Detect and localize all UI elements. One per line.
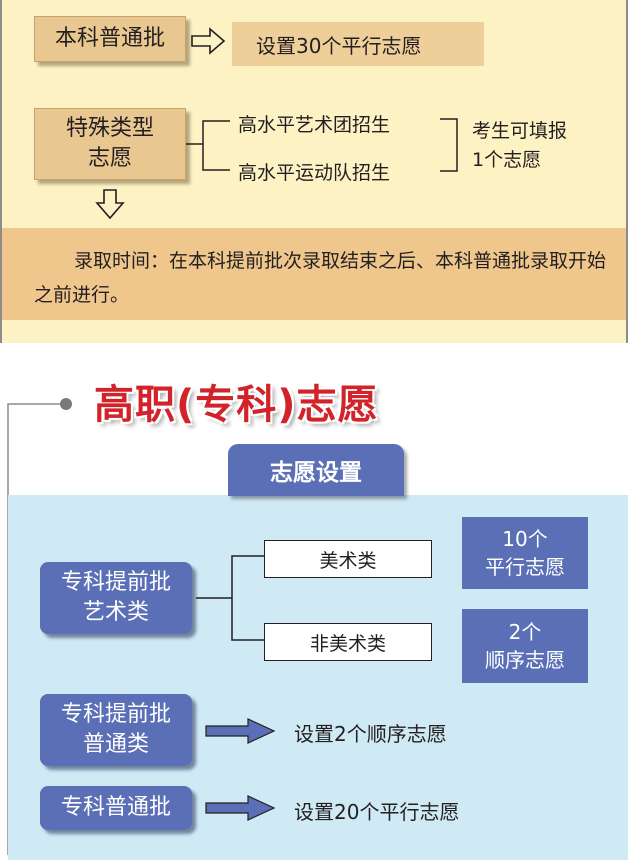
early-general-label-2: 普通类 xyxy=(82,732,149,757)
early-art-bracket xyxy=(196,555,264,641)
special-type-label-1: 特殊类型 xyxy=(65,116,154,142)
fine-art-result-1: 10个 xyxy=(502,527,548,551)
arrow-right-icon xyxy=(205,795,276,821)
admission-time-band: 录取时间：在本科提前批次录取结束之后、本科普通批录取开始之前进行。 xyxy=(2,228,626,320)
option-fine-art-label: 美术类 xyxy=(319,549,377,572)
early-general-result: 设置2个顺序志愿 xyxy=(294,722,447,746)
special-type-label-2: 志愿 xyxy=(87,146,132,171)
undergrad-section: 本科普通批 设置30个平行志愿 特殊类型 志愿 高水平艺术团招生 高水平运动队招… xyxy=(0,0,628,343)
regular-batch-label: 本科普通批 xyxy=(54,26,165,52)
early-general-box: 专科提前批 普通类 xyxy=(40,694,192,766)
non-fine-art-result-2: 顺序志愿 xyxy=(485,648,565,672)
page-title: 高职(专科)志愿 xyxy=(94,382,379,428)
non-fine-art-result-1: 2个 xyxy=(508,620,542,644)
early-art-label-1: 专科提前批 xyxy=(60,570,171,596)
special-option-art: 高水平艺术团招生 xyxy=(238,114,391,136)
bullet-dot-icon xyxy=(60,398,72,410)
regular-vocational-result: 设置20个平行志愿 xyxy=(294,800,460,824)
arrow-right-icon xyxy=(191,27,226,55)
early-general-label-1: 专科提前批 xyxy=(60,702,171,728)
option-fine-art: 美术类 xyxy=(264,540,432,578)
option-non-fine-art-label: 非美术类 xyxy=(309,632,386,655)
early-art-box: 专科提前批 艺术类 xyxy=(40,562,192,634)
fine-art-result-2: 平行志愿 xyxy=(485,555,565,579)
regular-batch-result: 设置30个平行志愿 xyxy=(232,22,484,66)
regular-batch-box: 本科普通批 xyxy=(34,16,186,62)
admission-time-text: 录取时间：在本科提前批次录取结束之后、本科普通批录取开始之前进行。 xyxy=(34,250,607,306)
non-fine-art-result: 2个 顺序志愿 xyxy=(462,609,588,683)
regular-batch-result-text: 设置30个平行志愿 xyxy=(256,33,422,58)
regular-vocational-label: 专科普通批 xyxy=(60,795,171,821)
special-note-1: 考生可填报 xyxy=(472,120,568,142)
arrow-right-icon xyxy=(205,718,276,744)
section-tab: 志愿设置 xyxy=(228,444,404,496)
special-option-sports: 高水平运动队招生 xyxy=(238,162,391,184)
regular-vocational-box: 专科普通批 xyxy=(40,786,192,830)
fine-art-result: 10个 平行志愿 xyxy=(462,517,588,589)
special-note-2: 1个志愿 xyxy=(472,149,542,171)
early-art-label-2: 艺术类 xyxy=(82,600,149,625)
option-non-fine-art: 非美术类 xyxy=(264,623,432,661)
section-tab-label: 志愿设置 xyxy=(270,460,362,486)
special-type-bracket xyxy=(186,118,458,172)
arrow-down-icon xyxy=(95,189,125,220)
special-type-box: 特殊类型 志愿 xyxy=(34,108,186,180)
